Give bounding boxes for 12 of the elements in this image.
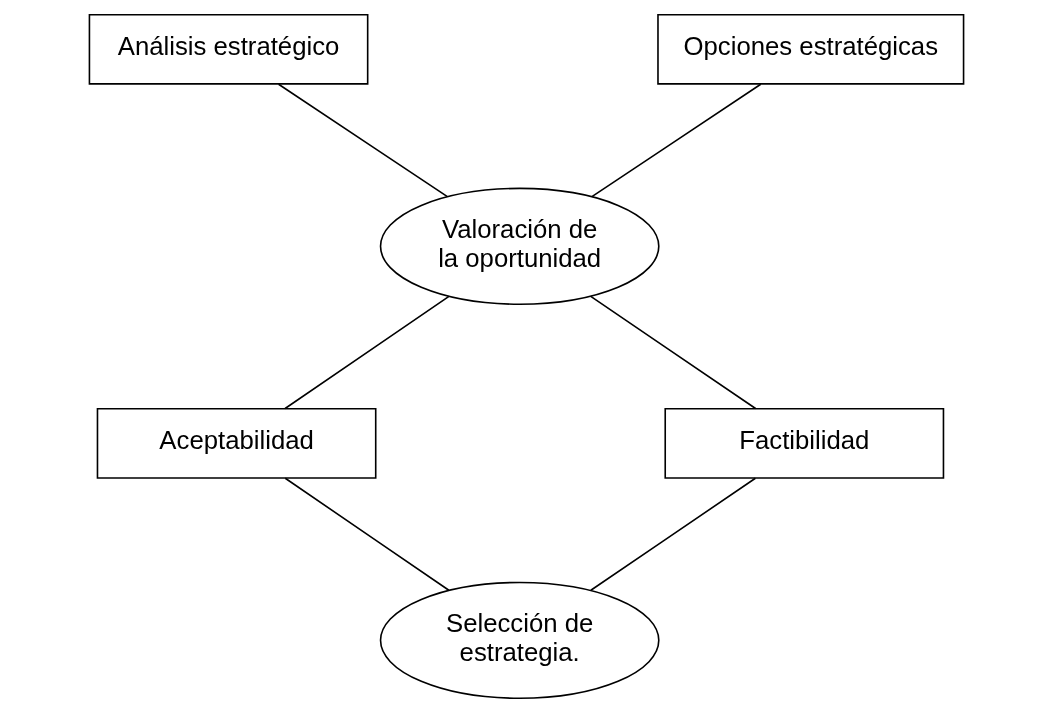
connector (284, 295, 450, 410)
connector (591, 83, 762, 198)
connector (589, 295, 757, 410)
connector (590, 477, 757, 592)
node-ellipse: Valoración de la oportunidad (379, 187, 660, 306)
connector (284, 477, 450, 592)
node-box: Aceptabilidad (96, 407, 377, 479)
connector (277, 83, 449, 198)
node-ellipse: Selección de estrategia. (379, 581, 660, 700)
node-box: Factibilidad (664, 407, 945, 479)
node-box: Análisis estratégico (88, 13, 369, 85)
node-box: Opciones estratégicas (657, 13, 965, 85)
